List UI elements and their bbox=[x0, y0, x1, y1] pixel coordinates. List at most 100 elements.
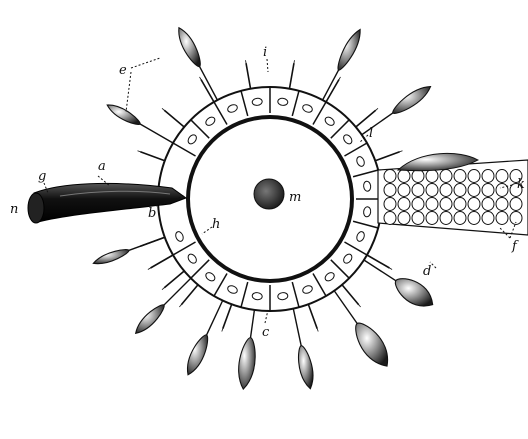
spine bbox=[223, 304, 232, 328]
label-l: l bbox=[369, 127, 373, 140]
egg bbox=[398, 198, 410, 211]
spine-tip bbox=[246, 60, 247, 63]
central-nucleus bbox=[254, 179, 284, 209]
bud-stalk bbox=[129, 237, 165, 250]
chamber-wall bbox=[353, 170, 378, 177]
egg bbox=[440, 170, 452, 183]
bud bbox=[93, 250, 129, 264]
spine-tip bbox=[179, 305, 181, 307]
spine-tip bbox=[359, 305, 361, 307]
dark-stalk bbox=[28, 183, 186, 223]
spine-tip bbox=[200, 77, 202, 80]
egg bbox=[440, 212, 452, 225]
bud bbox=[395, 279, 432, 306]
chamber-cell bbox=[204, 115, 216, 127]
chamber-wall bbox=[173, 143, 196, 156]
chamber-wall bbox=[353, 221, 378, 228]
spine bbox=[367, 255, 390, 268]
spine-tip bbox=[390, 268, 393, 270]
egg bbox=[496, 212, 508, 225]
label-i: i bbox=[263, 46, 267, 59]
egg bbox=[384, 184, 396, 197]
egg bbox=[468, 184, 480, 197]
bud bbox=[136, 305, 165, 334]
chamber-cell bbox=[355, 156, 365, 168]
spine bbox=[308, 304, 317, 328]
chamber-wall bbox=[331, 120, 349, 138]
label-m: m bbox=[289, 191, 301, 204]
bud bbox=[299, 346, 313, 389]
egg bbox=[454, 212, 466, 225]
spine-tip bbox=[222, 329, 223, 332]
spine bbox=[164, 110, 184, 127]
chamber-wall bbox=[214, 102, 227, 125]
bud-stalk bbox=[334, 291, 357, 324]
bud bbox=[338, 29, 360, 70]
label-d: d bbox=[423, 265, 431, 278]
label-n: n bbox=[10, 203, 18, 216]
spine-tip bbox=[162, 288, 164, 290]
bud bbox=[239, 338, 256, 390]
chamber-cell bbox=[363, 181, 371, 192]
chamber-wall bbox=[241, 91, 248, 116]
label-g: g bbox=[38, 170, 46, 183]
chamber-wall bbox=[292, 282, 299, 307]
egg bbox=[454, 184, 466, 197]
spine bbox=[289, 63, 294, 89]
chamber-cell bbox=[342, 253, 354, 265]
bud-stalk bbox=[293, 309, 301, 346]
egg bbox=[496, 170, 508, 183]
egg bbox=[482, 198, 494, 211]
label-h: h bbox=[212, 218, 220, 231]
chamber-wall bbox=[313, 102, 326, 125]
egg bbox=[426, 198, 438, 211]
bud bbox=[179, 28, 200, 67]
egg bbox=[398, 170, 410, 183]
bud-stalk bbox=[200, 67, 218, 101]
bud-stalk bbox=[251, 310, 255, 338]
egg bbox=[426, 212, 438, 225]
chamber-cell bbox=[355, 231, 365, 243]
egg bbox=[496, 198, 508, 211]
spine-tip bbox=[294, 60, 295, 63]
egg bbox=[482, 184, 494, 197]
chamber-cell bbox=[277, 98, 288, 106]
egg bbox=[440, 184, 452, 197]
spine-tip bbox=[148, 268, 151, 270]
egg bbox=[412, 184, 424, 197]
chamber-cell bbox=[227, 103, 239, 113]
chamber-cell bbox=[324, 115, 336, 127]
bud bbox=[188, 335, 208, 375]
egg bbox=[496, 184, 508, 197]
label-k: k bbox=[517, 178, 525, 191]
chamber-wall bbox=[191, 120, 209, 138]
bud-stalk bbox=[362, 113, 393, 135]
chamber-cell bbox=[342, 133, 354, 145]
label-f: f bbox=[512, 240, 517, 253]
egg bbox=[468, 198, 480, 211]
spine bbox=[246, 63, 251, 89]
spine-tip bbox=[317, 329, 318, 332]
chamber-wall bbox=[191, 260, 209, 278]
bud bbox=[393, 87, 431, 114]
chamber-cell bbox=[277, 292, 288, 300]
egg bbox=[468, 212, 480, 225]
chamber-cell bbox=[324, 271, 336, 283]
chamber-cell bbox=[302, 103, 314, 113]
chamber-cell bbox=[363, 206, 371, 217]
egg bbox=[398, 212, 410, 225]
chamber-cell bbox=[204, 271, 216, 283]
spine bbox=[375, 152, 399, 161]
chamber-cell bbox=[186, 133, 198, 145]
spine bbox=[140, 152, 164, 161]
chamber-wall bbox=[292, 91, 299, 116]
egg bbox=[426, 184, 438, 197]
spine-tip bbox=[162, 108, 164, 110]
egg bbox=[482, 170, 494, 183]
spine bbox=[342, 285, 359, 305]
chamber-wall bbox=[214, 273, 227, 296]
chamber-wall bbox=[344, 242, 367, 255]
spine bbox=[150, 255, 173, 268]
egg bbox=[412, 170, 424, 183]
